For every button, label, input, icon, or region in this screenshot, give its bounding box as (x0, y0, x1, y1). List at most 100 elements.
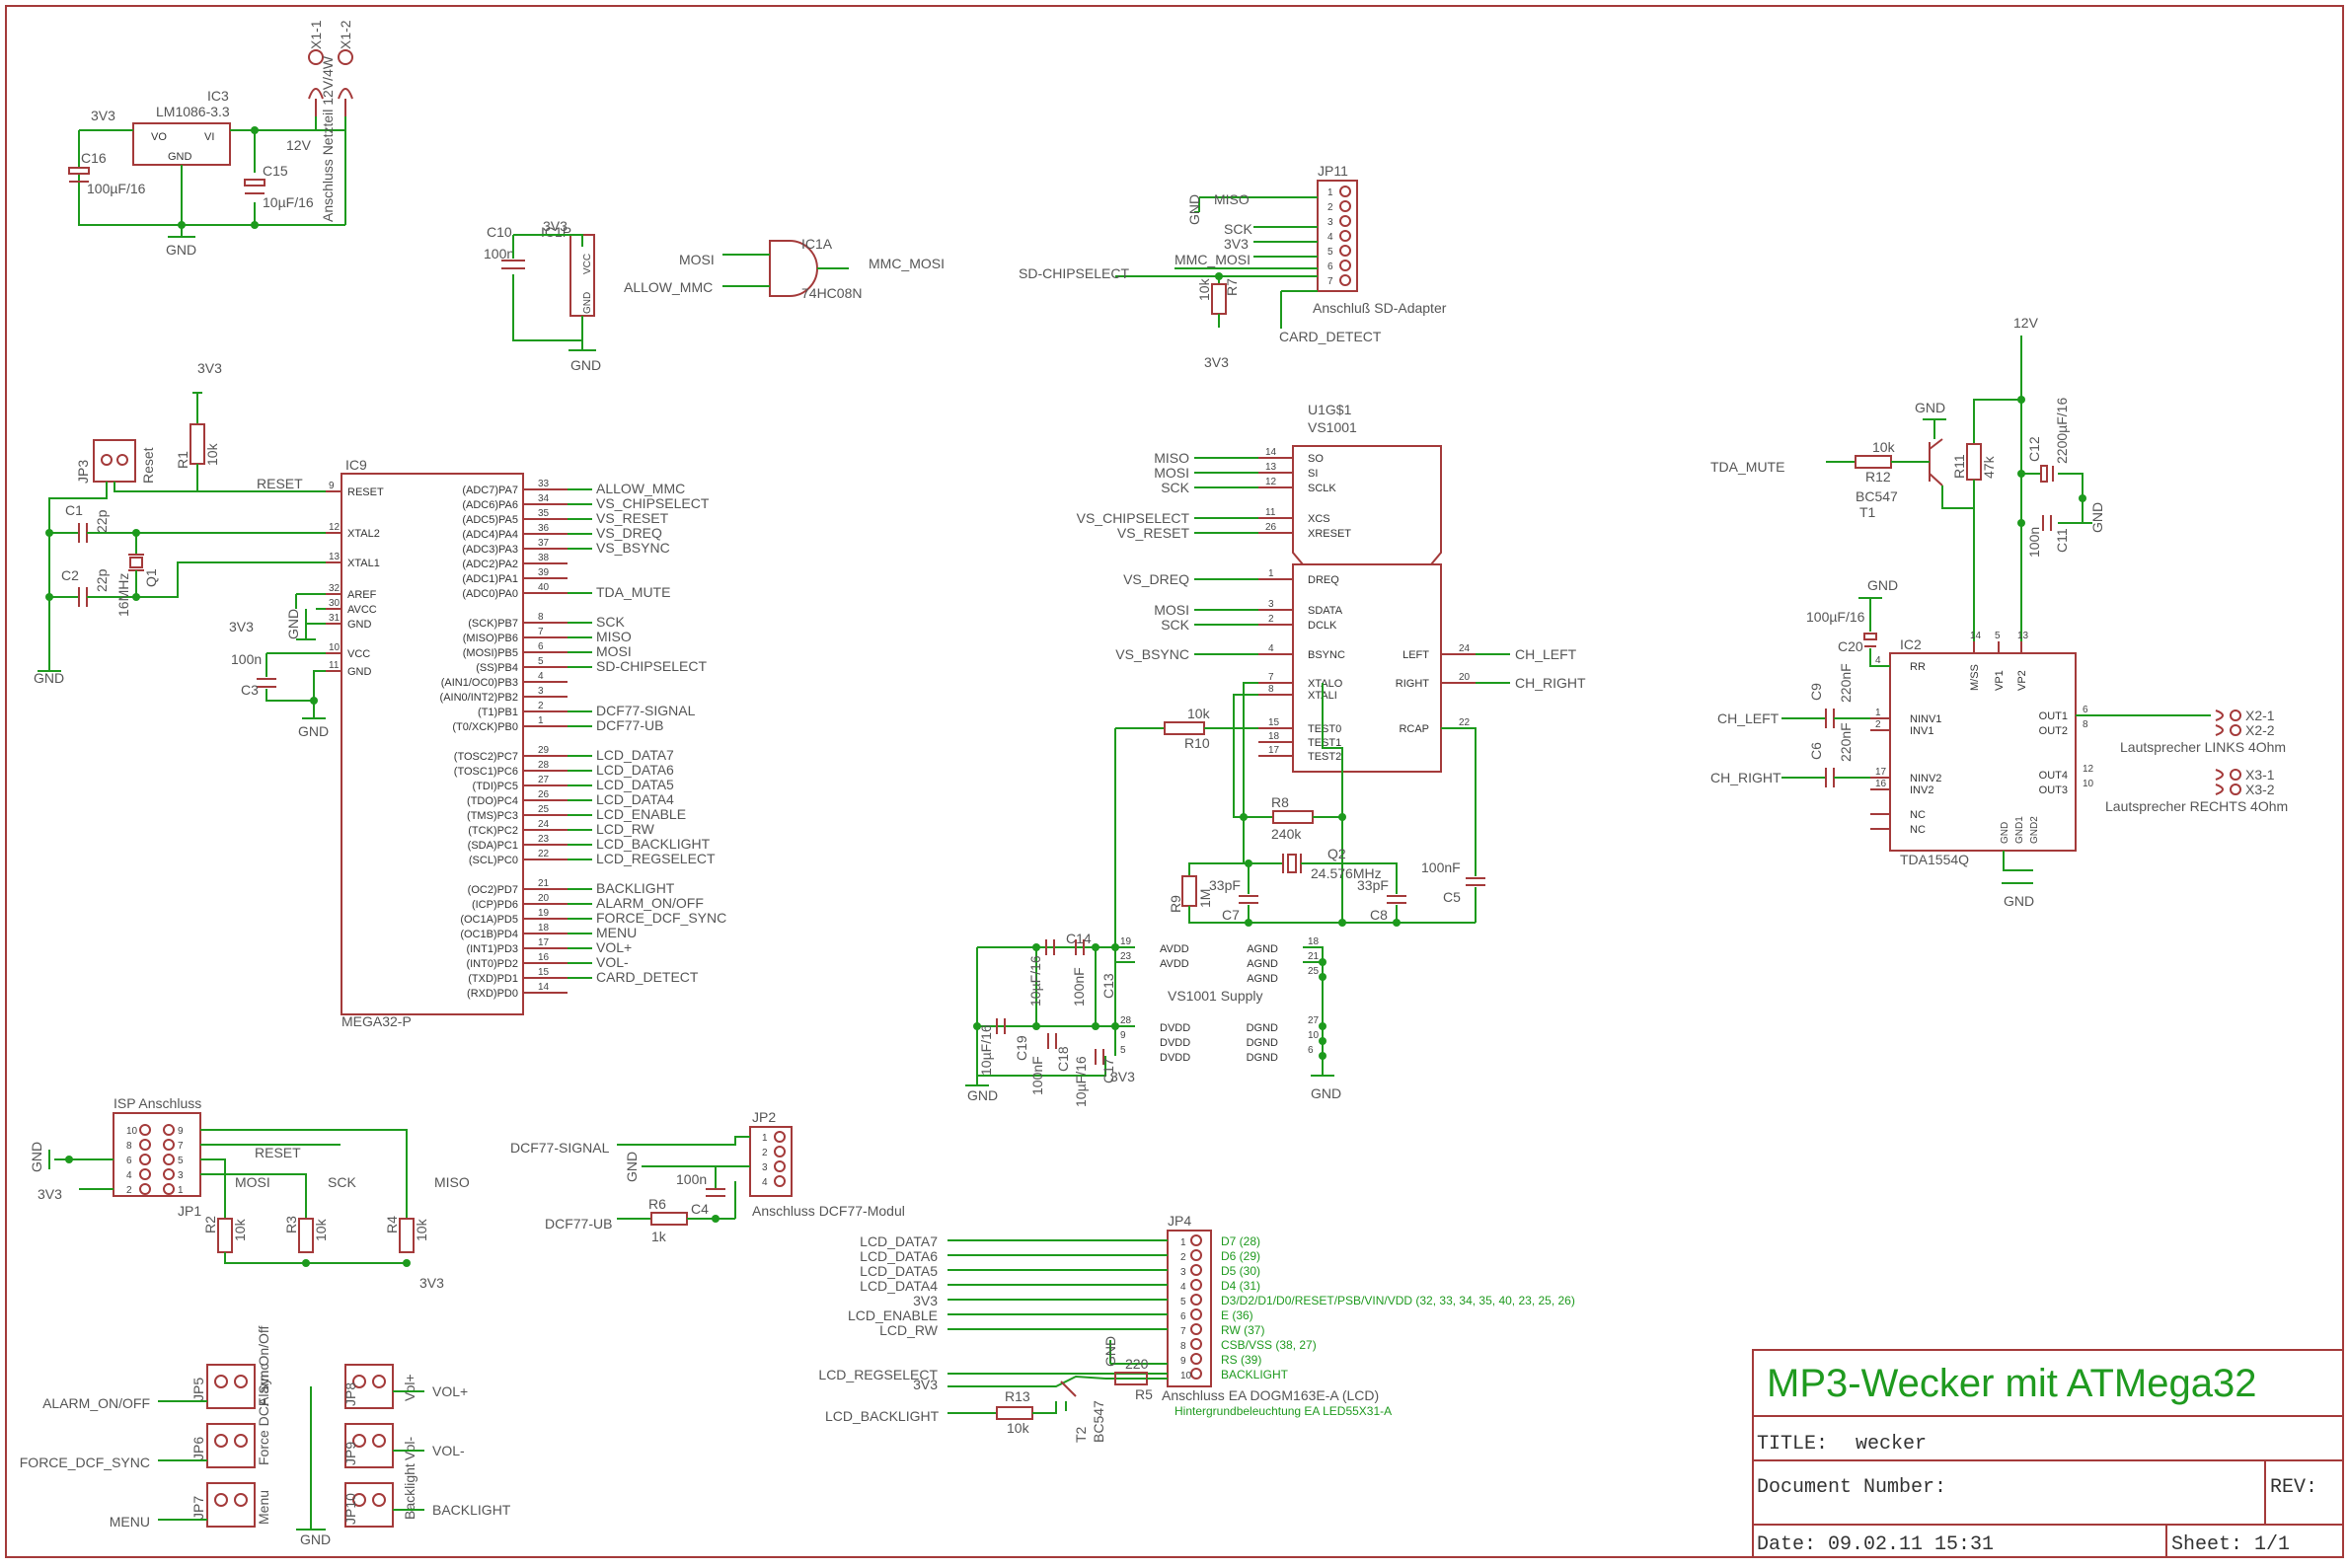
lcd-desc2: Hintergrundbeleuchtung EA LED55X31-A (1174, 1404, 1392, 1418)
supply-pin-name: DGND (1247, 1022, 1278, 1034)
lcd-pin (1190, 1308, 1202, 1320)
mega-net-label: DCF77-SIGNAL (596, 703, 696, 718)
r9-resistor (1181, 875, 1197, 907)
vs1001-value: VS1001 (1308, 419, 1357, 435)
lcd-pin (1190, 1234, 1202, 1246)
amp-pin-name: NINV2 (1910, 773, 1941, 784)
c7-value: 33pF (1209, 877, 1241, 893)
gnd-label: GND (166, 242, 196, 258)
mega-net-label: LCD_RW (596, 821, 655, 837)
wire (1322, 683, 1343, 817)
mega-pin-name: (AIN1/OC0)PB3 (441, 677, 518, 689)
mega-pin-num: 29 (538, 745, 550, 756)
mega-net-label: SCK (596, 614, 625, 630)
mega-net-label: TDA_MUTE (596, 584, 670, 600)
mega-pin-name: (T0/XCK)PB0 (452, 721, 518, 733)
c17-name: C17 (1100, 1058, 1116, 1083)
mega-pin-num: 34 (538, 493, 550, 504)
c3-value: 100n (231, 651, 262, 667)
dcf-signal-net: DCF77-SIGNAL (510, 1140, 610, 1156)
sd-pin-num: 3 (1327, 217, 1333, 228)
supply-pin-name: DVDD (1160, 1022, 1190, 1034)
mega-pin-num: 36 (538, 523, 550, 534)
mega-pin-name: (TOSC1)PC6 (454, 766, 518, 778)
vs-pin-name: SDATA (1308, 605, 1343, 617)
vs1001-supply-pins: 19AVDD23AVDD28DVDD9DVDD5DVDD18AGND21AGND… (1120, 936, 1320, 1064)
wire (200, 1158, 226, 1219)
wire (1441, 727, 1477, 876)
button-jp6 (206, 1423, 256, 1468)
mega-net-label: SD-CHIPSELECT (596, 658, 707, 674)
c19-value: 10µF/16 (978, 1024, 994, 1076)
ic3-gnd: GND (168, 151, 192, 163)
net-3v3: 3V3 (913, 1377, 938, 1392)
wire (1114, 947, 1135, 963)
supply-pin-num: 10 (1308, 1030, 1320, 1041)
wire (2003, 851, 2033, 871)
ic1a-in2: ALLOW_MMC (624, 279, 713, 295)
mega-pin-name: (TXD)PD1 (468, 973, 518, 985)
r2-resistor (217, 1218, 233, 1253)
mega-pin-name: (TDO)PC4 (467, 795, 518, 807)
vs-pin-num: 14 (1265, 447, 1277, 458)
button-net: BACKLIGHT (432, 1502, 511, 1518)
c16-value: 100µF/16 (87, 181, 146, 196)
isp-pin (163, 1139, 175, 1151)
q1-crystal (129, 557, 143, 568)
mega-net-label: LCD_REGSELECT (596, 851, 716, 866)
mega-pin-name: XTAL2 (347, 528, 380, 540)
r8-resistor (1272, 810, 1314, 824)
isp-pin (163, 1124, 175, 1136)
vs-net-label: VS_RESET (1117, 525, 1190, 541)
x2-2-label: X2-2 (2245, 722, 2275, 738)
lcd-pin-label: BACKLIGHT (1221, 1368, 1289, 1381)
isp-pin-num: 5 (178, 1156, 184, 1166)
wire (1233, 694, 1273, 818)
sd-net-sck: SCK (1224, 221, 1252, 237)
jp2-name: JP2 (752, 1109, 776, 1125)
mega-pin-num: 9 (329, 481, 335, 491)
vs-pin-num: 24 (1459, 643, 1471, 654)
button-jp-name: JP7 (190, 1496, 206, 1520)
net-3v3: 3V3 (38, 1186, 62, 1202)
t2-value: BC547 (1091, 1400, 1106, 1443)
amp-pin-num: 4 (1875, 655, 1881, 666)
x1-connector (308, 88, 353, 100)
amp-pin-num: 5 (1995, 631, 2001, 641)
supply-pin-num: 9 (1120, 1030, 1126, 1041)
rev-label: REV: (2270, 1476, 2317, 1499)
c17-value: 10µF/16 (1073, 1056, 1089, 1107)
mega-pin-name: (OC1B)PD4 (460, 929, 518, 940)
mega-pin-num: 33 (538, 479, 550, 489)
amp-name: IC2 (1900, 636, 1922, 652)
mega-pin-num: 22 (538, 849, 550, 859)
button-net: FORCE_DCF_SYNC (20, 1455, 150, 1470)
lcd-pin-num: 10 (1180, 1371, 1192, 1381)
vs-pin-num: 8 (1268, 684, 1274, 695)
c9-name: C9 (1808, 683, 1824, 701)
lcd-net-label: LCD_DATA7 (860, 1233, 938, 1249)
mega-pin-num: 10 (329, 642, 341, 653)
gnd-label: GND (967, 1087, 998, 1103)
lcd-pin (1190, 1249, 1202, 1261)
vs-pin-num: 18 (1268, 731, 1280, 742)
mega-pin-num: 18 (538, 923, 550, 933)
c18-value: 100nF (1029, 1056, 1045, 1095)
lcd-pin-num: 4 (1180, 1282, 1186, 1293)
lcd-pin-num: 3 (1180, 1267, 1186, 1278)
isp-net-miso: MISO (434, 1174, 470, 1190)
vs1001-supply-label: VS1001 Supply (1168, 988, 1263, 1004)
amp-pin-num: 14 (1970, 631, 1982, 641)
amp-pin-num: 6 (2083, 705, 2088, 715)
c20-value: 100µF/16 (1806, 609, 1865, 625)
mega-left-pins: 9RESET12XTAL213XTAL132AREF30AVCC31GND10V… (326, 481, 384, 678)
net-12v: 12V (286, 137, 312, 153)
r8-name: R8 (1271, 794, 1289, 810)
mega-pin-name: (OC1A)PD5 (460, 914, 518, 926)
sd-net-3v3: 3V3 (1224, 236, 1249, 252)
wire (224, 1252, 407, 1264)
r6-name: R6 (648, 1196, 666, 1212)
mega-net-label: LCD_DATA5 (596, 777, 674, 792)
